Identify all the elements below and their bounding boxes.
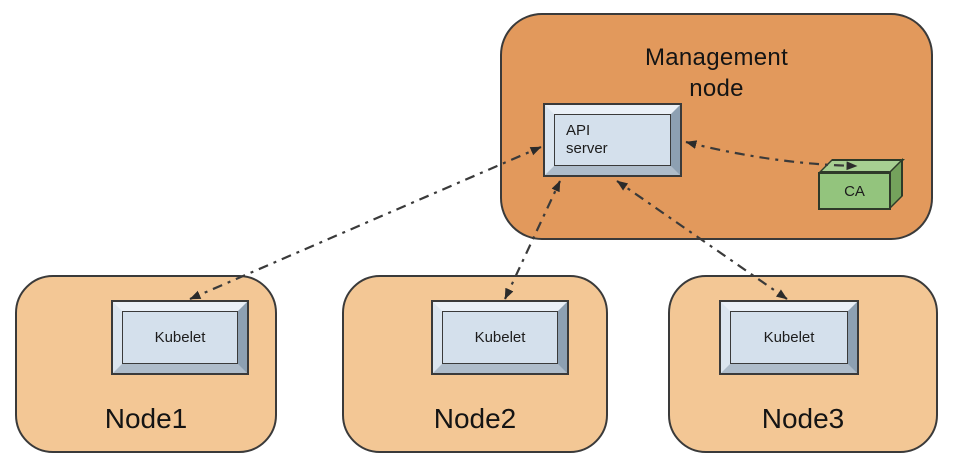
api-server-label: API server [554,114,671,166]
ca-box: CA [818,172,891,210]
management-node-label: Management node [644,44,789,102]
kubelet-box-node-1: Kubelet [113,302,247,373]
kubelet-label-node-2: Kubelet [442,311,558,364]
kubelet-box-node-3: Kubelet [721,302,857,373]
node-3-label: Node3 [761,403,845,434]
ca-label: CA [844,182,865,200]
api-server-box: API server [545,105,680,175]
node-2-label: Node2 [433,403,517,434]
node-1-label: Node1 [104,403,188,434]
kubelet-label-node-1: Kubelet [122,311,238,364]
kubelet-label-node-3: Kubelet [730,311,848,364]
kubelet-box-node-2: Kubelet [433,302,567,373]
